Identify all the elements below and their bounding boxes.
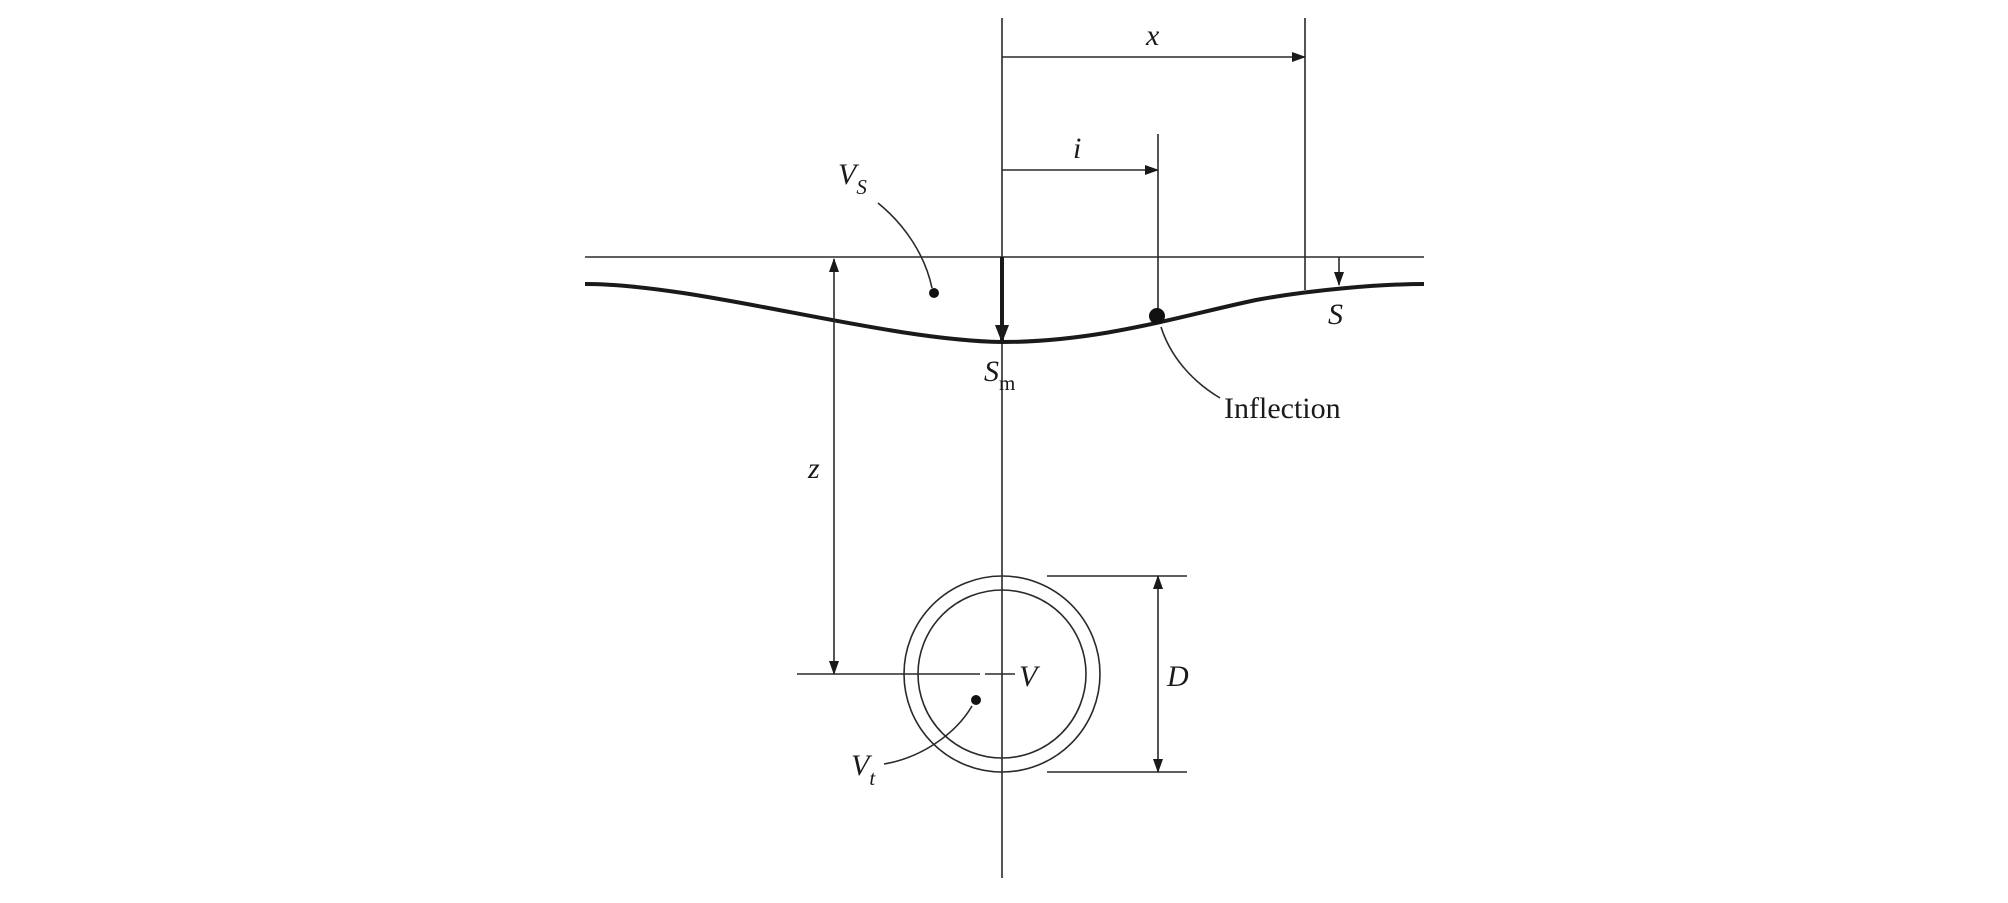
- s-label: S: [1328, 298, 1343, 331]
- vt-label: Vt: [851, 749, 876, 790]
- d-label: D: [1166, 660, 1189, 693]
- inflection-point: [1149, 308, 1165, 324]
- tunnel-excavated-outline: [903, 575, 1101, 773]
- z-label: z: [807, 452, 820, 485]
- i-label: i: [1073, 132, 1081, 165]
- settlement-trough-curve: [584, 282, 1425, 345]
- vs-dot: [929, 288, 939, 298]
- vt-dot: [971, 695, 981, 705]
- v-label: V: [1019, 660, 1041, 693]
- vt-leader: [883, 705, 973, 765]
- sm-label: Sm: [984, 355, 1015, 395]
- inflection-leader: [1160, 326, 1221, 399]
- inflection-label: Inflection: [1224, 392, 1341, 425]
- tunnel-lining: [917, 589, 1087, 759]
- vs-label: VS: [838, 158, 867, 199]
- x-label: x: [1145, 19, 1160, 52]
- vs-leader: [877, 202, 933, 289]
